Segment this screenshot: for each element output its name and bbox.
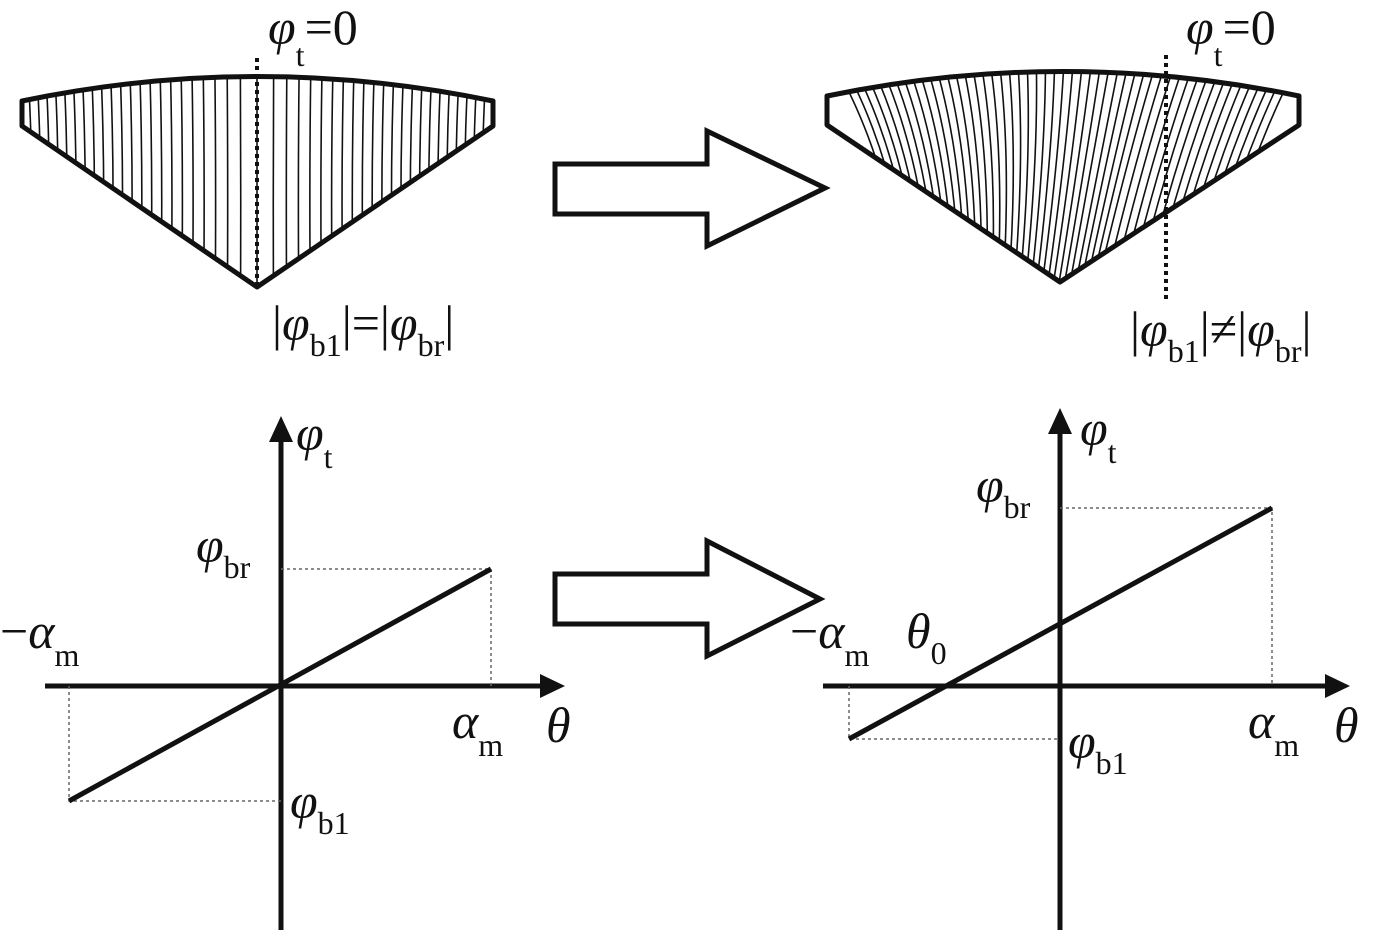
blade-line [118,76,124,287]
blade-line [371,76,377,287]
blade-line [848,71,922,282]
fan-outline-left [19,74,496,290]
blade-line [1066,71,1115,282]
x-axis-label-right: θ [1334,697,1359,753]
blade-line [956,71,983,282]
blade-line [472,76,480,287]
equal-magnitude-label: |φb1|=|φbr| [272,295,454,363]
y-axis-label-right: φt [1080,400,1117,470]
blade-line [89,76,96,287]
neg-alpha-m-label-left: −αm [0,603,79,673]
transform-arrow-bottom [552,536,826,661]
blade-line [995,71,1008,282]
guide-lines-upper-right [1060,507,1273,686]
blade-line [381,76,387,287]
blade-line [418,76,425,287]
linear-relation-line-left [67,566,493,804]
blade-line [34,76,42,287]
blade-line [1039,71,1066,282]
blade-line [127,76,133,287]
pos-alpha-m-label-left: αm [452,693,503,763]
blade-line [1055,71,1096,282]
blade-line [22,76,25,287]
y-axis-label-left: φt [296,405,333,475]
skewed-blade-fan [824,55,1302,300]
x-axis-arrowhead-left [540,674,565,698]
neg-alpha-m-label-right: −αm [790,603,869,673]
symmetric-blade-fan [19,58,496,290]
phi-t-zero-label-left: φt=0 [268,0,358,73]
guide-lines-lower-right [848,686,1060,740]
blade-line [400,76,406,287]
blade-line [70,76,78,287]
fan-outline-right [824,69,1302,285]
phi-br-label-right: φbr [976,457,1031,525]
y-axis-arrowhead-right [1048,408,1072,434]
blade-line [454,76,462,287]
blade-line [61,76,69,287]
linear-relation-line-right [847,505,1274,742]
blade-line [1033,71,1056,282]
blade-line [409,76,416,287]
blade-line [1071,71,1125,282]
blade-line [481,76,489,287]
blade-line [445,76,453,287]
phi-br-label-left: φbr [196,517,251,585]
linear-distribution-graph-symmetric: φt θ φbr φb1 −αm αm [0,405,571,930]
blade-line [1012,71,1022,282]
blade-line [25,76,33,287]
blade-line [838,71,917,282]
phi-b1-label-right: φb1 [1068,713,1128,781]
pos-alpha-m-label-right: αm [1248,693,1299,763]
phi-t-zero-label-right: φt=0 [1186,0,1276,73]
transform-arrow-top [552,127,831,251]
blade-line [1005,71,1015,282]
blade-line [137,76,143,287]
blade-line [1050,71,1086,282]
blade-line [463,76,471,287]
blade-line [52,76,60,287]
blade-line [1060,71,1105,282]
blade-line [43,76,51,287]
y-axis-arrowhead-left [269,416,293,442]
blade-line [829,71,912,282]
blade-line [98,76,105,287]
blade-line [390,76,396,287]
linear-distribution-graph-offset: φt θ φbr φb1 −αm αm θ0 [790,400,1359,930]
x-axis-arrowhead-right [1325,674,1350,698]
blade-line [1044,71,1076,282]
blade-line [489,76,493,287]
blade-line [985,71,1001,282]
phi-b1-label-left: φb1 [290,773,350,841]
x-axis-label-left: θ [546,697,571,753]
blade-line [108,76,114,287]
unequal-magnitude-label: |φb1|≠|φbr| [1130,301,1312,369]
theta-zero-label: θ0 [906,603,947,671]
blade-line [436,76,444,287]
